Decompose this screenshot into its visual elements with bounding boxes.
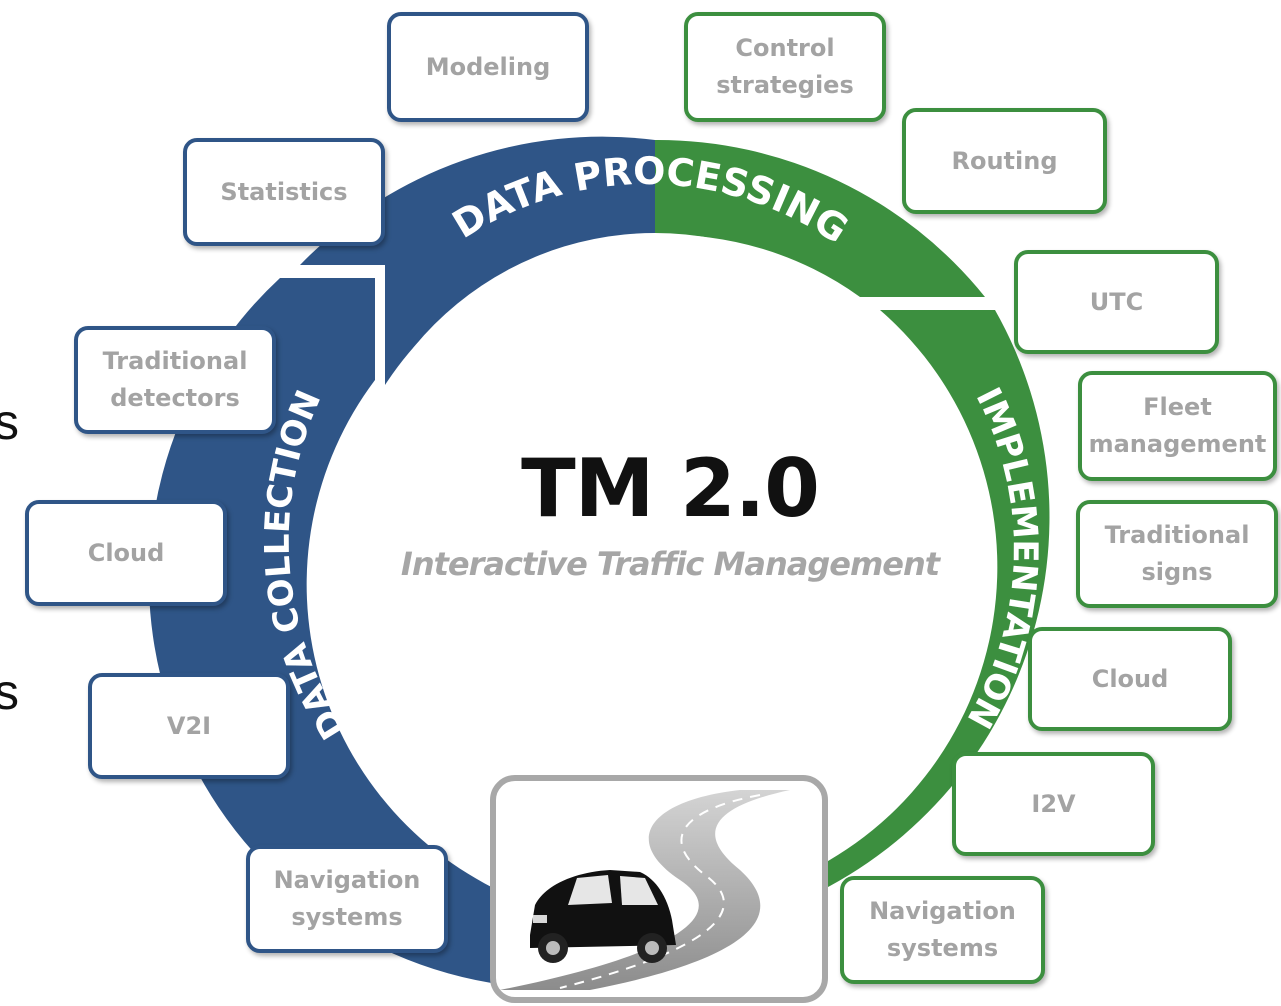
ring-collection-segment (148, 278, 520, 985)
navigation-right-box: Navigation systems (840, 876, 1045, 984)
routing-box: Routing (902, 108, 1107, 214)
center-title: TM 2.0 (521, 442, 820, 535)
ring-implementation-segment (790, 310, 1050, 905)
car-on-road-icon (490, 775, 828, 1003)
i2v-box: I2V (952, 752, 1155, 856)
ring-processing-green-segment (655, 139, 985, 297)
ring-processing-blue-segment (300, 136, 655, 385)
left-edge-text-2: s (0, 664, 19, 720)
center-disc (343, 233, 967, 857)
traditional-detectors-box: Traditional detectors (74, 326, 276, 434)
control-strategies-box: Control strategies (684, 12, 886, 122)
traditional-signs-box: Traditional signs (1076, 500, 1278, 608)
fleet-management-box: Fleet management (1078, 371, 1277, 481)
cloud-left-box: Cloud (25, 500, 227, 606)
modeling-box: Modeling (387, 12, 589, 122)
cloud-right-box: Cloud (1028, 627, 1232, 731)
v2i-box: V2I (88, 673, 290, 779)
navigation-left-box: Navigation systems (246, 845, 448, 953)
utc-box: UTC (1014, 250, 1219, 354)
statistics-box: Statistics (183, 138, 385, 246)
left-edge-text-1: s (0, 394, 19, 450)
center-subtitle: Interactive Traffic Management (400, 545, 940, 583)
